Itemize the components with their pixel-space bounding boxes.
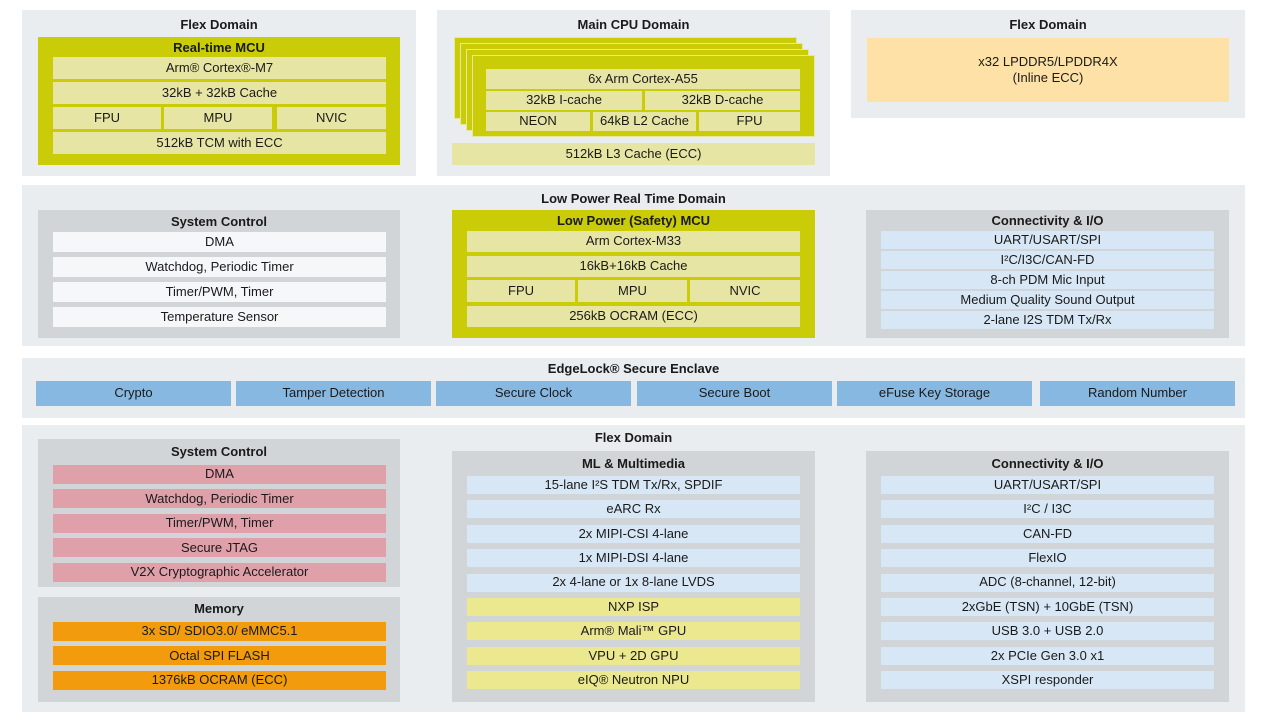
connectivity-item: 2-lane I2S TDM Tx/Rx [881,311,1214,329]
connectivity-item: I²C/I3C/CAN-FD [881,251,1214,269]
ml-multimedia-item: 15-lane I²S TDM Tx/Rx, SPDIF [467,476,800,494]
ml-multimedia-item: 1x MIPI-DSI 4-lane [467,549,800,568]
system-control-item: Watchdog, Periodic Timer [53,257,386,277]
lp-mcu-mpu: MPU [578,280,687,302]
secure-enclave-item: eFuse Key Storage [837,381,1032,406]
memory-item: 1376kB OCRAM (ECC) [53,670,386,690]
block-title: System Control [170,213,268,229]
ml-multimedia-item: VPU + 2D GPU [467,646,800,665]
cpu-cores: 6x Arm Cortex-A55 [486,69,800,89]
block-title: Memory [194,600,244,616]
system-control-block [38,439,400,587]
mcu-cache: 32kB + 32kB Cache [53,82,386,104]
connectivity-item: ADC (8-channel, 12-bit) [881,573,1214,592]
domain-title: EdgeLock® Secure Enclave [547,360,720,376]
lp-mcu-nvic: NVIC [690,280,800,302]
cpu-icache: 32kB I-cache [486,91,642,110]
connectivity-item: Medium Quality Sound Output [881,291,1214,309]
connectivity-item: FlexIO [881,549,1214,568]
secure-enclave-item: Tamper Detection [236,381,431,406]
system-control-item: V2X Cryptographic Accelerator [53,562,386,582]
connectivity-item: UART/USART/SPI [881,476,1214,494]
system-control-item: Temperature Sensor [53,307,386,327]
lp-mcu-ocram: 256kB OCRAM (ECC) [467,306,800,327]
connectivity-item: XSPI responder [881,671,1214,690]
domain-title: Flex Domain [594,429,673,445]
connectivity-item: USB 3.0 + USB 2.0 [881,622,1214,641]
lp-mcu-cache: 16kB+16kB Cache [467,256,800,277]
lpddr-memory: x32 LPDDR5/LPDDR4X (Inline ECC) [867,38,1229,102]
block-title: Real-time MCU [173,39,265,55]
ml-multimedia-item: eARC Rx [467,500,800,519]
block-title: Connectivity & I/O [991,212,1104,228]
domain-title: Main CPU Domain [577,16,690,32]
mcu-nvic: NVIC [277,107,386,129]
ml-multimedia-item: Arm® Mali™ GPU [467,622,800,641]
block-title: ML & Multimedia [581,455,686,471]
block-title: System Control [170,443,268,459]
secure-enclave-item: Random Number [1040,381,1235,406]
mcu-core: Arm® Cortex®-M7 [53,57,386,79]
connectivity-item: UART/USART/SPI [881,231,1214,249]
lp-mcu-fpu: FPU [467,280,575,302]
cpu-fpu: FPU [699,112,800,131]
ml-multimedia-item: NXP ISP [467,598,800,616]
connectivity-item: CAN-FD [881,524,1214,543]
mcu-mpu: MPU [164,107,272,129]
connectivity-item: I²C / I3C [881,500,1214,519]
cpu-dcache: 32kB D-cache [645,91,800,110]
mcu-fpu: FPU [53,107,161,129]
system-control-item: DMA [53,465,386,484]
block-title: Low Power (Safety) MCU [556,212,711,228]
connectivity-item: 2x PCIe Gen 3.0 x1 [881,646,1214,665]
system-control-item: Timer/PWM, Timer [53,513,386,533]
memory-item: Octal SPI FLASH [53,646,386,666]
ml-multimedia-item: 2x 4-lane or 1x 8-lane LVDS [467,573,800,592]
secure-enclave-item: Secure Clock [436,381,631,406]
lp-mcu-core: Arm Cortex-M33 [467,231,800,252]
system-control-item: DMA [53,232,386,252]
domain-title: Flex Domain [180,16,258,32]
block-title: Connectivity & I/O [991,455,1104,471]
domain-title: Flex Domain [1009,16,1087,32]
secure-enclave-item: Secure Boot [637,381,832,406]
ml-multimedia-item: 2x MIPI-CSI 4-lane [467,524,800,543]
cpu-neon: NEON [486,112,590,131]
ml-multimedia-item: eIQ® Neutron NPU [467,671,800,690]
system-control-item: Secure JTAG [53,538,386,558]
domain-title: Low Power Real Time Domain [541,190,726,206]
connectivity-item: 2xGbE (TSN) + 10GbE (TSN) [881,598,1214,616]
system-control-item: Timer/PWM, Timer [53,282,386,302]
mcu-tcm: 512kB TCM with ECC [53,132,386,154]
memory-item: 3x SD/ SDIO3.0/ eMMC5.1 [53,622,386,641]
cpu-l2-cache: 64kB L2 Cache [593,112,696,131]
system-control-item: Watchdog, Periodic Timer [53,489,386,509]
secure-enclave-item: Crypto [36,381,231,406]
cpu-l3-cache: 512kB L3 Cache (ECC) [452,143,815,165]
connectivity-item: 8-ch PDM Mic Input [881,271,1214,289]
